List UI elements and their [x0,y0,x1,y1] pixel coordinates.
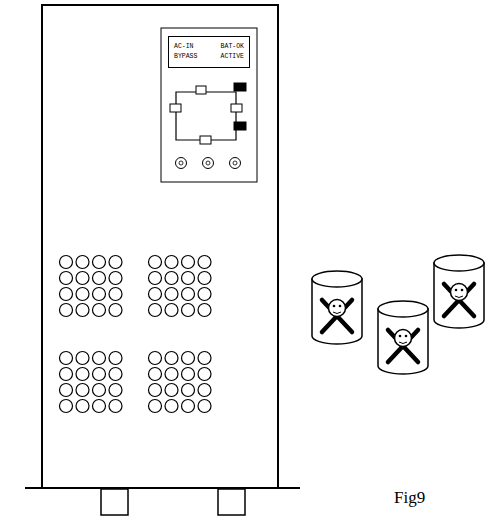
lcd-text: AC-IN [174,44,197,51]
lcd-text: ACTIVE [221,54,244,61]
hazard-barrels [312,255,484,374]
lcd-display: AC-IN BAT-OK BYPASS ACTIVE [168,36,250,68]
ups-cabinet [25,5,300,515]
lcd-text: BAT-OK [221,44,244,51]
vent-holes [60,256,212,413]
control-panel [161,28,257,182]
lcd-text: BYPASS [174,54,197,61]
figure-caption: Fig9 [394,488,425,508]
